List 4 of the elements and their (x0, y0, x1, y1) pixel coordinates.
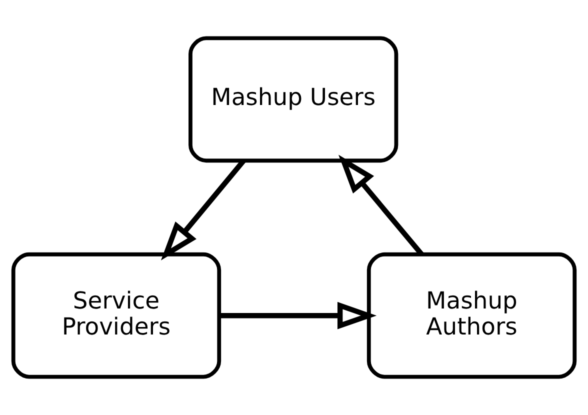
node-box: Mashup Authors (366, 252, 577, 379)
node-box: Service Providers (11, 252, 222, 379)
node-box: Mashup Users (188, 36, 398, 163)
arrow (219, 302, 377, 330)
